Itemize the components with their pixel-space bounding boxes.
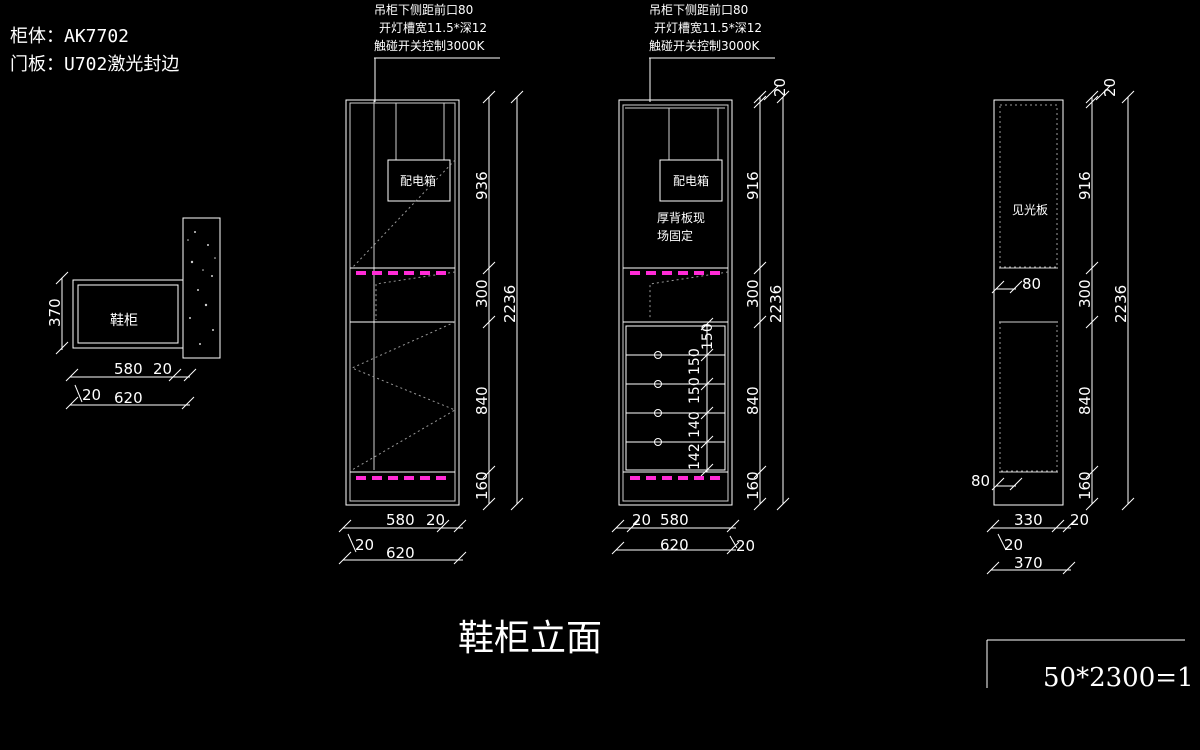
door-panel-note: 门板：U702激光封边 bbox=[10, 54, 179, 75]
elev2-dim-20-right: 20 bbox=[736, 537, 755, 555]
elev1-note-line-2: 开灯槽宽11.5*深12 bbox=[379, 20, 487, 35]
elev2-dim-160: 160 bbox=[744, 471, 762, 500]
elev2-dim-620: 620 bbox=[660, 536, 689, 554]
side-dim-300: 300 bbox=[1076, 279, 1094, 308]
elev2-dim-top-20: 20 bbox=[771, 78, 789, 97]
elev2-dim-300: 300 bbox=[744, 279, 762, 308]
side-dim-330: 330 bbox=[1014, 511, 1043, 529]
side-dim-2236: 2236 bbox=[1112, 285, 1130, 323]
drawer-dim-5: 142 bbox=[687, 443, 703, 470]
elev1-dim-2236: 2236 bbox=[501, 285, 519, 323]
cabinet-body-note: 柜体：AK7702 bbox=[10, 26, 129, 47]
elev2-board-label-1: 厚背板现 bbox=[657, 211, 705, 225]
elev2-distribution-box bbox=[659, 159, 723, 202]
elev2-note-line-1: 吊柜下侧距前口80 bbox=[649, 2, 748, 17]
elev2-dim-2236: 2236 bbox=[767, 285, 785, 323]
plan-cabinet-inner bbox=[77, 284, 179, 344]
elev1-dim-620: 620 bbox=[386, 544, 415, 562]
elev2-board-label-2: 场固定 bbox=[657, 228, 693, 243]
plan-wall bbox=[182, 217, 221, 359]
drawer bbox=[625, 412, 726, 443]
drawing-title: 鞋柜立面 bbox=[458, 618, 602, 659]
drawer-dim-4: 140 bbox=[687, 411, 703, 438]
elev2-dim-840: 840 bbox=[744, 386, 762, 415]
elev1-box-label: 配电箱 bbox=[400, 173, 436, 188]
plan-dim-20-right: 20 bbox=[153, 360, 172, 378]
elev1-dim-936: 936 bbox=[473, 171, 491, 200]
elev1-dim-580: 580 bbox=[386, 511, 415, 529]
side-dim-80-bottom: 80 bbox=[971, 472, 990, 490]
drawer-knob bbox=[654, 409, 662, 417]
elev2-drawers bbox=[625, 325, 726, 471]
side-dim-20-left: 20 bbox=[1004, 536, 1023, 554]
elev2-box-label: 配电箱 bbox=[673, 173, 709, 188]
drawer-knob bbox=[654, 380, 662, 388]
side-view: 见光板 80 80 20 916 300 840 160 2236 330 bbox=[971, 78, 1135, 575]
drawer bbox=[625, 441, 726, 471]
scale-text: 50*2300=1 bbox=[1043, 663, 1194, 693]
drawer-knob bbox=[654, 351, 662, 359]
drawer-dim-1: 150 bbox=[700, 323, 716, 350]
elev1-dim-840: 840 bbox=[473, 386, 491, 415]
elev1-note-line-3: 触碰开关控制3000K bbox=[374, 39, 486, 53]
side-panel-label: 见光板 bbox=[1012, 203, 1048, 217]
side-dim-840: 840 bbox=[1076, 386, 1094, 415]
elev1-cabinet-outline bbox=[345, 99, 460, 506]
side-dim-20-right: 20 bbox=[1070, 511, 1089, 529]
elev2-cabinet-outline bbox=[618, 99, 733, 506]
side-dim-370: 370 bbox=[1014, 554, 1043, 572]
side-dim-top-20: 20 bbox=[1101, 78, 1119, 97]
elev2-dim-20-left: 20 bbox=[632, 511, 651, 529]
plan-dim-20-left: 20 bbox=[82, 386, 101, 404]
plan-dim-580: 580 bbox=[114, 360, 143, 378]
side-panel-outline bbox=[993, 99, 1064, 506]
scale-box: 50*2300=1 bbox=[986, 639, 1194, 693]
elev2-dim-916: 916 bbox=[744, 171, 762, 200]
elevation-1: 吊柜下侧距前口80 开灯槽宽11.5*深12 触碰开关控制3000K 配电箱 9… bbox=[338, 2, 524, 565]
plan-wall-hatch bbox=[187, 231, 216, 345]
drawer-dim-3: 150 bbox=[687, 377, 703, 404]
elev1-dim-160: 160 bbox=[473, 471, 491, 500]
drawer bbox=[625, 354, 726, 385]
drawer-dim-2: 150 bbox=[687, 348, 703, 375]
side-dim-160: 160 bbox=[1076, 471, 1094, 500]
elev2-note-line-2: 开灯槽宽11.5*深12 bbox=[654, 20, 762, 35]
elev1-dim-20-left: 20 bbox=[355, 536, 374, 554]
plan-dim-370: 370 bbox=[46, 298, 64, 327]
elev1-dim-300: 300 bbox=[473, 279, 491, 308]
elev2-note-line-3: 触碰开关控制3000K bbox=[649, 39, 761, 53]
plan-view: 鞋柜 370 580 20 20 620 bbox=[46, 217, 221, 410]
elev1-distribution-box bbox=[387, 159, 451, 202]
side-dim-80-top: 80 bbox=[1022, 275, 1041, 293]
elev1-dim-20-right: 20 bbox=[426, 511, 445, 529]
plan-cabinet-label: 鞋柜 bbox=[110, 313, 138, 329]
drawer bbox=[625, 383, 726, 414]
elev1-note-line-1: 吊柜下侧距前口80 bbox=[374, 2, 473, 17]
side-dim-916: 916 bbox=[1076, 171, 1094, 200]
elev2-dim-580: 580 bbox=[660, 511, 689, 529]
elevation-2: 吊柜下侧距前口80 开灯槽宽11.5*深12 触碰开关控制3000K 配电箱 厚… bbox=[611, 2, 790, 555]
plan-dim-620: 620 bbox=[114, 389, 143, 407]
drawer-knob bbox=[654, 438, 662, 446]
